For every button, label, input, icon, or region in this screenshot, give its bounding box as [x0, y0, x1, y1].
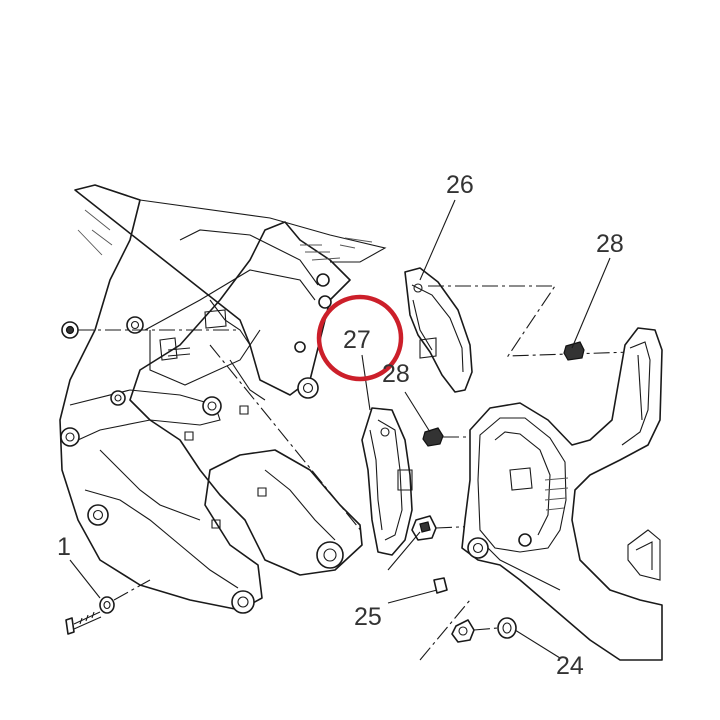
leader-28-upper — [571, 257, 611, 349]
callout-24: 24 — [556, 652, 584, 680]
callout-28-lower: 28 — [382, 360, 410, 388]
leader-25 — [387, 531, 438, 604]
part-26-bracket — [404, 267, 473, 393]
right-footrest-bracket — [461, 327, 663, 661]
callout-28-upper: 28 — [596, 230, 624, 258]
part-28-clip-nut-lower — [422, 427, 444, 447]
assembly-line-washer-2 — [419, 599, 471, 661]
washer-nut-bottom — [451, 617, 517, 643]
leader-1 — [69, 559, 101, 599]
callout-1: 1 — [57, 533, 71, 561]
part-27-bracket — [361, 407, 413, 556]
callout-26: 26 — [446, 171, 474, 199]
leader-28-lower — [404, 391, 431, 433]
callout-27: 27 — [343, 326, 371, 354]
leader-26 — [419, 199, 456, 281]
leader-27 — [361, 354, 371, 411]
main-frame-assembly — [59, 184, 387, 614]
assembly-line-27 — [209, 344, 363, 533]
part-28-clip-nut-upper — [563, 341, 585, 361]
grommet-left — [61, 321, 79, 339]
assembly-line-1 — [113, 579, 151, 601]
highlight-circle — [316, 294, 404, 382]
callout-25: 25 — [354, 603, 382, 631]
leader-24 — [514, 629, 561, 659]
assembly-line-washer — [473, 627, 499, 631]
part-1-bolt — [65, 596, 115, 635]
